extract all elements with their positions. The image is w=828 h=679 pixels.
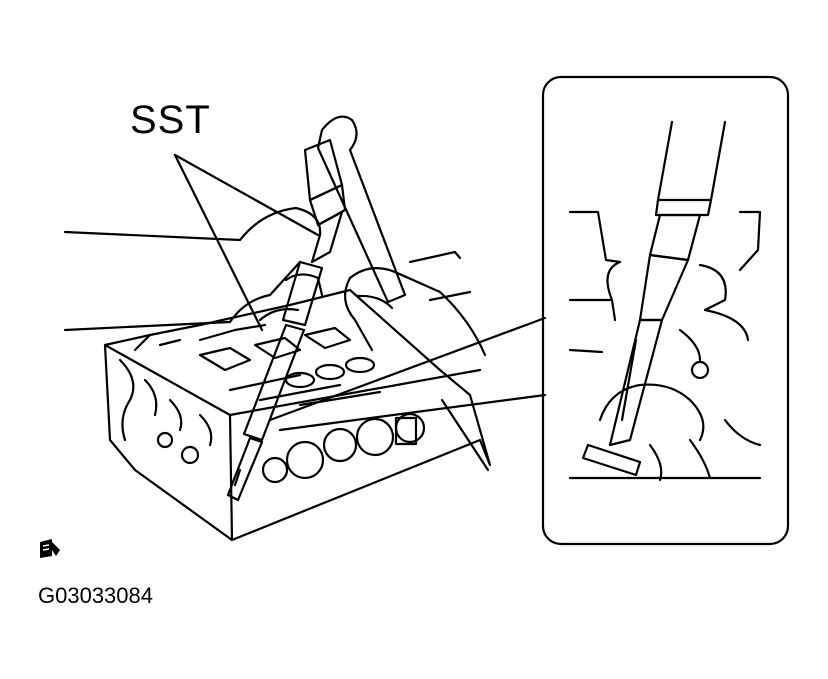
left-arm <box>63 206 324 332</box>
sst-handle <box>303 115 407 304</box>
sst-leader-lines <box>173 153 320 332</box>
right-arm <box>343 267 490 472</box>
sst-label: SST <box>130 98 211 142</box>
detail-callout-lines <box>268 316 547 432</box>
figure-id: G03033084 <box>38 583 153 608</box>
detail-window <box>541 75 790 546</box>
note-pad-icon <box>40 539 60 558</box>
sst-rod <box>226 260 324 502</box>
cylinder-head <box>103 250 492 542</box>
